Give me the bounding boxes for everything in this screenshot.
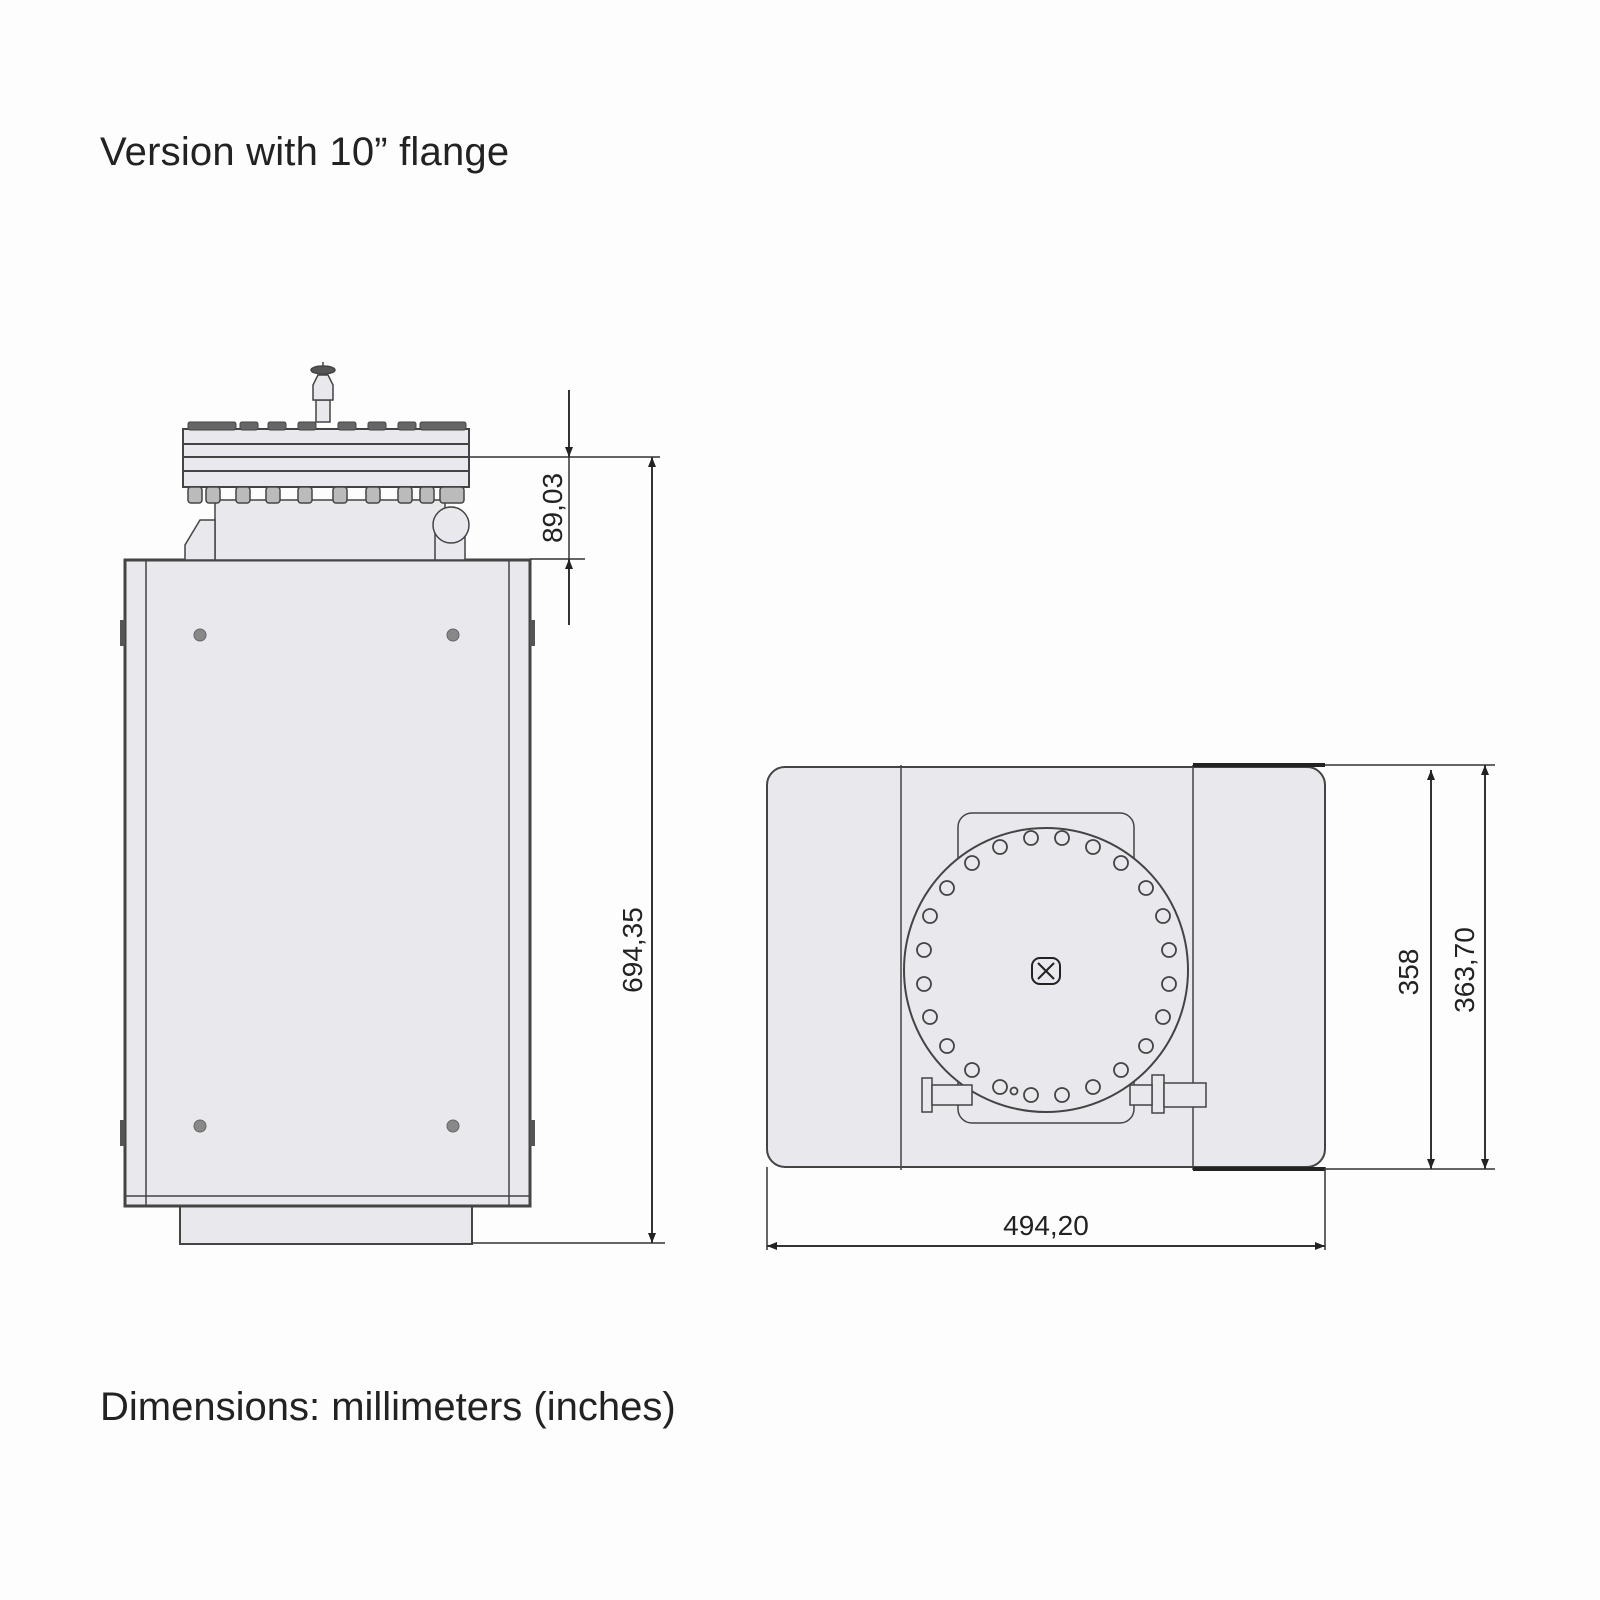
bolt-heads-top [187, 421, 467, 431]
units-note: Dimensions: millimeters (inches) [100, 1385, 676, 1429]
bolt-nuts-bottom [187, 486, 465, 504]
side-view [120, 362, 535, 1245]
dim-total-height: 694,35 [617, 907, 648, 993]
side-pipes [921, 1074, 1207, 1114]
side-dimensions [469, 390, 665, 1244]
top-view [766, 763, 1326, 1171]
top-dimensions [766, 764, 1495, 1250]
valve-icon [310, 362, 336, 423]
center-valve-icon [1031, 957, 1061, 985]
dim-depth-outer: 363,70 [1449, 927, 1480, 1013]
dim-depth-inner: 358 [1393, 949, 1424, 996]
dim-flange-height: 89,03 [537, 473, 568, 543]
drawing-title: Version with 10” flange [100, 130, 510, 174]
dim-width: 494,20 [1003, 1210, 1089, 1241]
bolt-holes [916, 830, 1177, 1103]
cabinet-body [123, 558, 532, 1208]
screw-icons [193, 628, 460, 1133]
